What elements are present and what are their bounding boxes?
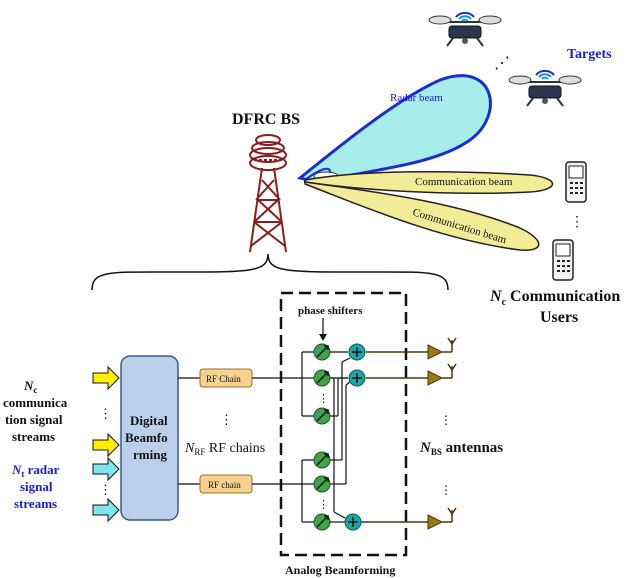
comm-users-label-line1: Nc Communication xyxy=(489,288,620,308)
phones-ellipsis: ⋮ xyxy=(570,215,584,230)
radar-streams-label-line2: signal xyxy=(20,479,53,494)
bs-antennas-label: NBS antennas xyxy=(419,440,503,457)
radar-stream-arrows xyxy=(92,456,120,523)
phase-shifter-icon xyxy=(313,407,331,425)
comm-streams-label-line1: Nc xyxy=(23,378,37,395)
radar-streams-label-line1: Nt radar xyxy=(11,462,60,479)
phase-shifter-icon xyxy=(313,475,331,493)
drone-icon xyxy=(428,15,502,47)
rf-wiring xyxy=(252,351,351,523)
phase-shifter-icon xyxy=(313,369,331,387)
dfrc-bs-label: DFRC BS xyxy=(232,111,300,128)
comm-streams-label-line4: streams xyxy=(12,429,55,444)
digital-beamforming-block xyxy=(120,355,179,521)
analog-beamforming-box xyxy=(279,291,408,557)
wifi-signal-icon xyxy=(455,11,475,22)
phase-shifters-ellipsis-top: ⋮ xyxy=(318,393,329,405)
radar-beam-label: Radar beam xyxy=(390,92,443,104)
antenna-triangle-icon xyxy=(427,363,457,386)
mobile-phone-icon xyxy=(552,239,574,281)
drones-ellipsis: ⋰ xyxy=(494,55,510,72)
phase-shifter-icon xyxy=(313,343,331,361)
antenna-triangle-icon xyxy=(427,337,457,360)
antenna-feed-lines xyxy=(361,351,428,523)
phase-shifters-ellipsis-bottom: ⋮ xyxy=(318,499,329,511)
combiner-plus-icon xyxy=(348,369,366,387)
comm-streams-label-line2: communica xyxy=(3,395,68,410)
antennas-ellipsis-top: ⋮ xyxy=(440,413,452,427)
radar-arrows-ellipsis: ⋮ xyxy=(99,482,112,497)
mobile-phone-icon xyxy=(565,161,587,203)
rf-chains-ellipsis: ⋮ xyxy=(220,412,233,427)
digital-bf-label-line1: Digital xyxy=(130,413,168,428)
phase-shifter-icon xyxy=(313,451,331,469)
comm-stream-arrows xyxy=(92,365,120,458)
radar-streams-label-line3: streams xyxy=(14,496,57,511)
comm-streams-label-line3: tion signal xyxy=(5,412,63,427)
comm-arrows-ellipsis: ⋮ xyxy=(99,406,112,421)
targets-label: Targets xyxy=(567,47,612,62)
digital-bf-label-line3: rming xyxy=(133,447,167,462)
wifi-signal-icon xyxy=(535,69,555,80)
phase-shifter-icon xyxy=(313,513,331,531)
phase-shifters-label: phase shifters xyxy=(298,305,363,317)
curly-brace xyxy=(91,253,449,291)
comm-beam-1-label: Communication beam xyxy=(415,176,513,188)
rf-chain-label: RF chain xyxy=(208,480,241,490)
dfrc-tower-icon xyxy=(249,134,287,253)
combiner-plus-icon xyxy=(348,343,366,361)
comm-beam-1 xyxy=(304,170,553,194)
combiner-plus-icon xyxy=(344,513,362,531)
drone-icon xyxy=(508,75,582,107)
digital-bf-label-line2: Beamfo xyxy=(125,430,168,445)
comm-users-label-line2: Users xyxy=(540,309,578,326)
comm-beam-2 xyxy=(304,181,540,251)
rf-chain-label: RF Chain xyxy=(206,374,241,384)
antenna-triangle-icon xyxy=(427,507,457,530)
analog-beamforming-label: Analog Beamforming xyxy=(285,563,395,577)
antennas-ellipsis-bottom: ⋮ xyxy=(440,483,452,497)
rf-chains-count-label: NRF RF chains xyxy=(184,441,265,457)
